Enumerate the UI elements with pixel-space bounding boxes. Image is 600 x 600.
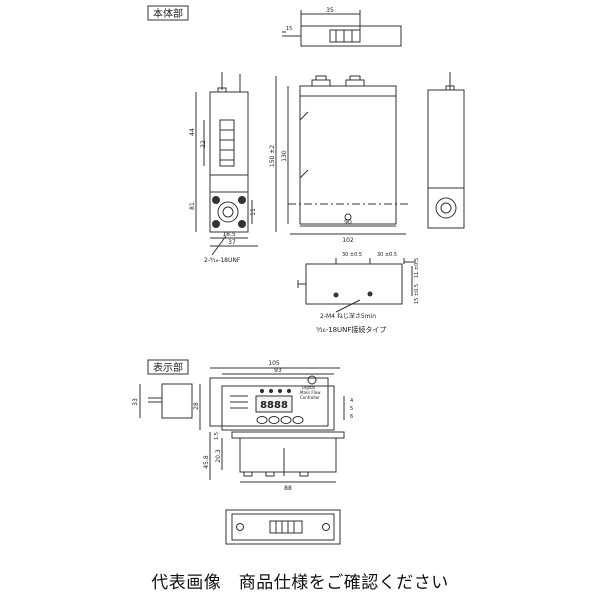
dim-93: 93 xyxy=(274,367,282,374)
dim-15-05: 15 ±0.5 xyxy=(414,284,420,304)
section-label-box-main xyxy=(147,5,189,21)
dim-20-3: 20.3 xyxy=(215,449,222,463)
panel-text-2: Mass Flow xyxy=(300,390,321,395)
side-view-right xyxy=(427,72,465,229)
dim-28: 28 xyxy=(193,402,200,410)
panel-text-3: Controller xyxy=(300,395,320,400)
dim-30b: 30 ±0.5 xyxy=(377,252,397,258)
caption: 代表画像 商品仕様をご確認ください xyxy=(151,573,449,593)
dim-105: 105 xyxy=(268,360,280,367)
dim-88: 88 xyxy=(284,485,292,492)
display-panel xyxy=(199,367,345,431)
dim-22: 22 xyxy=(200,140,207,148)
side-view-left xyxy=(195,72,258,256)
dim-35: 35 xyxy=(326,7,334,14)
top-view xyxy=(282,10,402,47)
display-readout: 8888 xyxy=(260,400,288,411)
dim-102: 102 xyxy=(342,237,354,244)
dim-45-8: 45.8 xyxy=(203,455,210,469)
dim-30a: 30 ±0.5 xyxy=(342,252,362,258)
dim-4: 4 xyxy=(350,398,353,404)
section-label-display: 表示部 xyxy=(153,361,183,374)
display-section-view xyxy=(209,431,345,483)
connection-type-note: ⁹⁄₁₆-18UNF接続タイプ xyxy=(316,325,386,334)
dim-1-5: 1.5 xyxy=(214,432,220,440)
dim-11: 11 xyxy=(250,208,257,216)
panel-text-1: Digital xyxy=(302,385,315,390)
dim-5: 5 xyxy=(350,406,353,412)
dim-15: 15 xyxy=(286,26,292,32)
dim-18-5: 18.5 xyxy=(222,231,236,238)
section-label-main: 本体部 xyxy=(153,7,183,20)
front-view xyxy=(275,75,408,235)
dim-130: 130 xyxy=(281,150,288,162)
display-bottom-view xyxy=(225,509,341,545)
dim-90: 90 xyxy=(344,219,352,226)
dim-33: 33 xyxy=(132,398,139,406)
dim-150: 150 ±2 xyxy=(269,145,276,167)
screw-note: 2-M4 ねじ深さ5min xyxy=(320,312,376,320)
dim-37: 37 xyxy=(228,239,236,246)
dim-44: 44 xyxy=(189,128,196,136)
section-label-box-display xyxy=(147,359,189,375)
dim-11-05: 11 ±0.5 xyxy=(414,258,420,278)
thread-note-left: 2-⁹⁄₁₆-18UNF xyxy=(204,257,241,264)
bottom-view xyxy=(297,258,416,313)
dim-6: 6 xyxy=(350,414,353,420)
dim-81: 81 xyxy=(189,202,196,210)
display-side-view xyxy=(139,383,193,419)
